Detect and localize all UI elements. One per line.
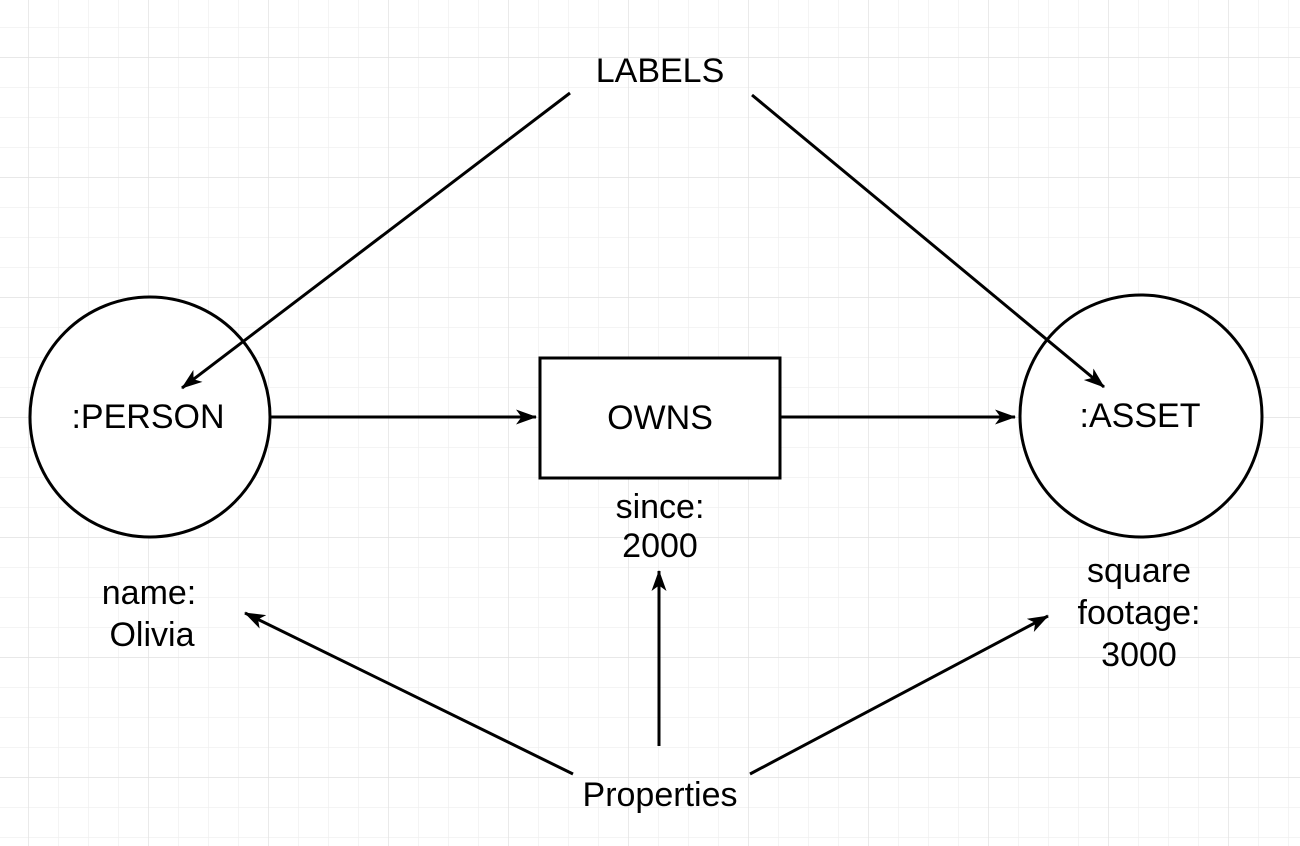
labels-annotation: LABELS (596, 52, 725, 90)
asset-property-key-line2: footage: (1078, 594, 1201, 632)
asset-node-circle (1018, 293, 1264, 539)
person-property-value: Olivia (109, 616, 194, 654)
asset-property-key-line1: square (1087, 552, 1191, 590)
owns-property-value: 2000 (622, 527, 698, 565)
person-node-label: :PERSON (71, 398, 224, 436)
person-property-key: name: (102, 574, 197, 612)
asset-node-label: :ASSET (1080, 397, 1201, 435)
labels-arrow-to-person (181, 91, 571, 390)
owns-relationship-box (538, 356, 782, 480)
owns-property-key: since: (616, 488, 705, 526)
properties-annotation: Properties (583, 776, 738, 814)
owns-relationship-label: OWNS (607, 399, 713, 437)
labels-arrow-to-asset (751, 93, 1105, 389)
person-node-circle (28, 295, 272, 539)
properties-arrow-to-name (244, 611, 574, 776)
asset-property-value: 3000 (1101, 636, 1177, 674)
properties-arrow-to-square-footage (749, 614, 1049, 776)
